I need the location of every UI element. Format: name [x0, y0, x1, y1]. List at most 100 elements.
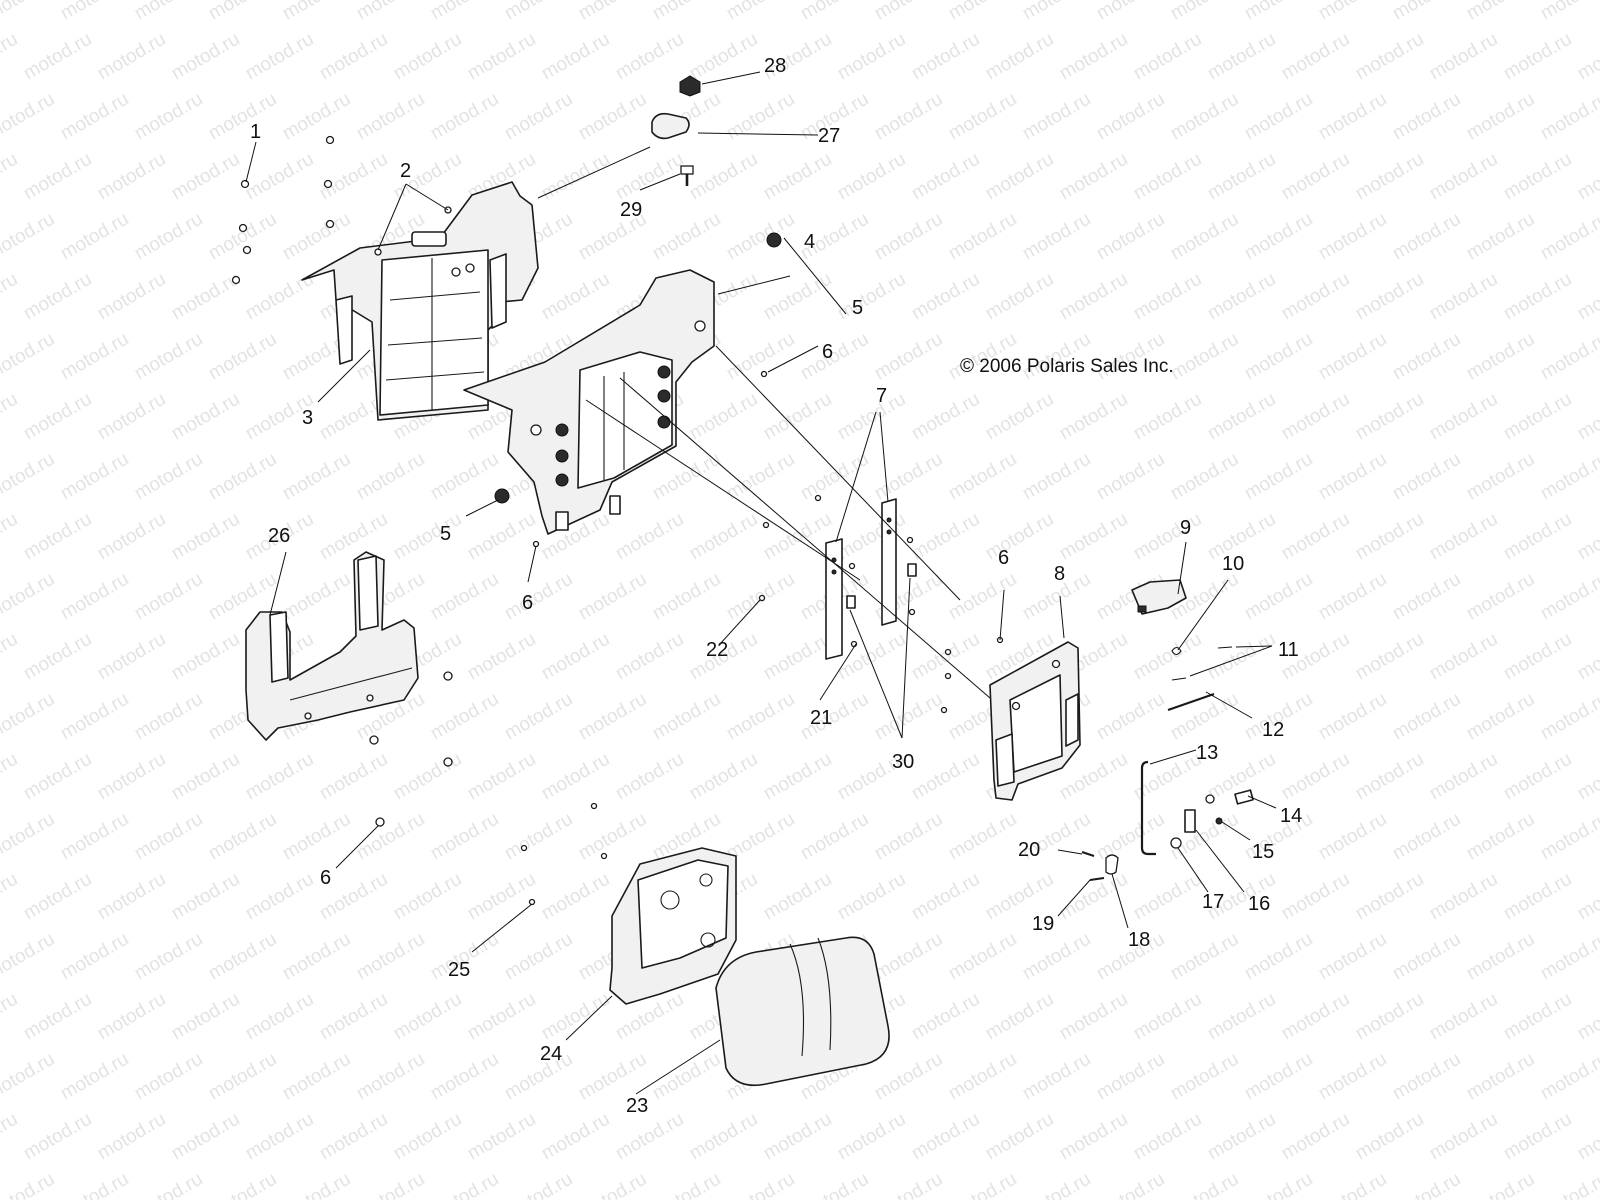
watermark-text: motod.ru: [1574, 989, 1600, 1045]
watermark-text: motod.ru: [316, 509, 391, 565]
watermark-text: motod.ru: [1093, 689, 1168, 745]
watermark-text: motod.ru: [20, 749, 95, 805]
watermark-text: motod.ru: [945, 449, 1020, 505]
watermark-text: motod.ru: [1574, 149, 1600, 205]
watermark-text: motod.ru: [1167, 329, 1242, 385]
watermark-text: motod.ru: [1130, 989, 1205, 1045]
watermark-text: motod.ru: [501, 569, 576, 625]
watermark-text: motod.ru: [982, 1109, 1057, 1165]
callout-27: 27: [818, 125, 840, 147]
watermark-text: motod.ru: [279, 89, 354, 145]
watermark-text: motod.ru: [797, 329, 872, 385]
watermark-text: motod.ru: [1389, 569, 1464, 625]
watermark-text: motod.ru: [1056, 269, 1131, 325]
watermark-text: motod.ru: [20, 989, 95, 1045]
watermark-text: motod.ru: [0, 809, 58, 865]
watermark-text: motod.ru: [390, 29, 465, 85]
watermark-text: motod.ru: [1426, 149, 1501, 205]
watermark-text: motod.ru: [279, 569, 354, 625]
watermark-text: motod.ru: [686, 509, 761, 565]
watermark-text: motod.ru: [760, 749, 835, 805]
watermark-text: motod.ru: [1463, 209, 1538, 265]
watermark-text: motod.ru: [1241, 0, 1316, 24]
watermark-text: motod.ru: [1315, 329, 1390, 385]
watermark-text: motod.ru: [464, 509, 539, 565]
watermark-text: motod.ru: [1167, 0, 1242, 24]
watermark-text: motod.ru: [131, 689, 206, 745]
watermark-text: motod.ru: [1278, 749, 1353, 805]
watermark-text: motod.ru: [538, 989, 613, 1045]
watermark-text: motod.ru: [612, 749, 687, 805]
watermark-text: motod.ru: [501, 809, 576, 865]
watermark-text: motod.ru: [760, 149, 835, 205]
watermark-text: motod.ru: [205, 209, 280, 265]
watermark-text: motod.ru: [1204, 29, 1279, 85]
watermark-text: motod.ru: [501, 0, 576, 24]
watermark-text: motod.ru: [1278, 269, 1353, 325]
watermark-text: motod.ru: [168, 989, 243, 1045]
watermark-text: motod.ru: [1463, 1169, 1538, 1200]
watermark-text: motod.ru: [20, 29, 95, 85]
watermark-text: motod.ru: [723, 689, 798, 745]
watermark-text: motod.ru: [168, 149, 243, 205]
watermark-text: motod.ru: [538, 749, 613, 805]
watermark-text: motod.ru: [538, 269, 613, 325]
watermark-text: motod.ru: [1315, 209, 1390, 265]
watermark-text: motod.ru: [871, 929, 946, 985]
watermark-text: motod.ru: [0, 89, 58, 145]
watermark-text: motod.ru: [1352, 149, 1427, 205]
callout-3: 3: [302, 407, 313, 429]
watermark-text: motod.ru: [575, 809, 650, 865]
watermark-text: motod.ru: [1241, 1049, 1316, 1105]
watermark-text: motod.ru: [945, 89, 1020, 145]
watermark-text: motod.ru: [1500, 869, 1575, 925]
watermark-text: motod.ru: [1204, 269, 1279, 325]
watermark-text: motod.ru: [1426, 1109, 1501, 1165]
watermark-text: motod.ru: [57, 569, 132, 625]
watermark-text: motod.ru: [131, 1049, 206, 1105]
watermark-text: motod.ru: [1352, 509, 1427, 565]
watermark-text: motod.ru: [205, 1049, 280, 1105]
watermark-text: motod.ru: [57, 449, 132, 505]
watermark-text: motod.ru: [0, 209, 58, 265]
watermark-text: motod.ru: [1389, 689, 1464, 745]
watermark-text: motod.ru: [0, 269, 21, 325]
watermark-text: motod.ru: [1500, 629, 1575, 685]
watermark-text: motod.ru: [57, 0, 132, 24]
callout-28: 28: [764, 55, 786, 77]
watermark-text: motod.ru: [501, 689, 576, 745]
watermark-text: motod.ru: [1389, 1169, 1464, 1200]
watermark-text: motod.ru: [908, 1109, 983, 1165]
callout-12: 12: [1262, 719, 1284, 741]
watermark-text: motod.ru: [834, 389, 909, 445]
watermark-text: motod.ru: [1130, 389, 1205, 445]
watermark-text: motod.ru: [1167, 929, 1242, 985]
watermark-text: motod.ru: [20, 629, 95, 685]
watermark-text: motod.ru: [797, 0, 872, 24]
watermark-text: motod.ru: [1389, 329, 1464, 385]
watermark-text: motod.ru: [834, 269, 909, 325]
watermark-text: motod.ru: [1500, 389, 1575, 445]
watermark-text: motod.ru: [1463, 329, 1538, 385]
watermark-text: motod.ru: [94, 1109, 169, 1165]
watermark-text: motod.ru: [538, 629, 613, 685]
watermark-text: motod.ru: [797, 689, 872, 745]
latch-hardware: [1140, 646, 1233, 856]
watermark-text: motod.ru: [538, 29, 613, 85]
watermark-text: motod.ru: [797, 809, 872, 865]
watermark-text: motod.ru: [279, 1169, 354, 1200]
watermark-text: motod.ru: [131, 809, 206, 865]
watermark-text: motod.ru: [1352, 869, 1427, 925]
watermark-text: motod.ru: [649, 1049, 724, 1105]
watermark-text: motod.ru: [205, 89, 280, 145]
watermark-text: motod.ru: [1352, 389, 1427, 445]
watermark-text: motod.ru: [1426, 629, 1501, 685]
watermark-text: motod.ru: [427, 1049, 502, 1105]
watermark-text: motod.ru: [871, 689, 946, 745]
callout-16: 16: [1248, 893, 1270, 915]
part-30-brackets: [846, 563, 917, 609]
watermark-text: motod.ru: [1315, 1169, 1390, 1200]
watermark-text: motod.ru: [538, 869, 613, 925]
watermark-text: motod.ru: [1463, 449, 1538, 505]
